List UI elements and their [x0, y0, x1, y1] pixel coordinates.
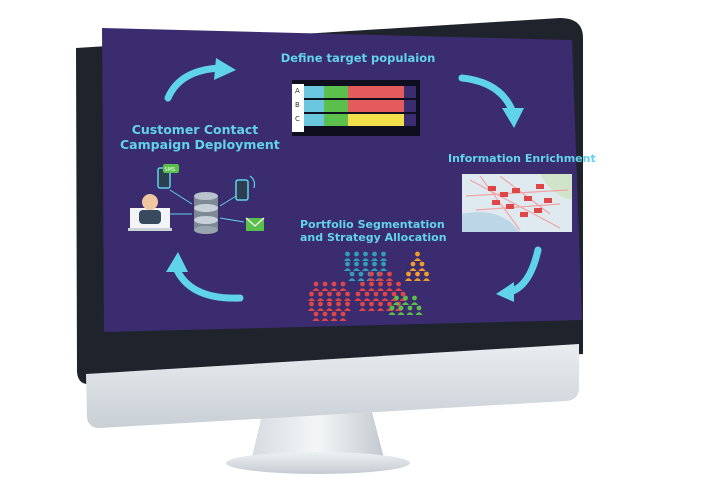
database-icon: [194, 192, 218, 234]
step-information-enrichment: Information Enrichment: [448, 152, 596, 165]
step-customer-contact: Customer Contact Campaign Deployment: [120, 122, 280, 152]
person-icon: [321, 281, 329, 291]
sms-icon-label: SMS: [165, 167, 176, 173]
target-population-table: A B C: [292, 80, 420, 136]
person-icon: [406, 305, 414, 315]
person-icon: [363, 291, 371, 301]
monitor-stand: [250, 412, 385, 465]
person-icon: [381, 291, 389, 301]
cycle-arrow-bottom-left: [172, 264, 244, 302]
person-icon: [335, 301, 342, 311]
person-icon: [414, 251, 421, 261]
person-icon: [308, 301, 315, 311]
step-enrich-title: Information Enrichment: [448, 152, 596, 165]
person-icon: [308, 291, 315, 301]
table-row-b-label: B: [295, 101, 300, 109]
connector-lines: [169, 189, 245, 223]
person-icon: [353, 261, 360, 271]
step-portfolio-segmentation: Portfolio Segmentation and Strategy Allo…: [300, 218, 447, 245]
person-icon: [368, 271, 375, 281]
person-icon: [372, 291, 380, 301]
person-icon: [317, 291, 324, 301]
person-icon: [414, 271, 421, 281]
person-icon: [393, 295, 400, 305]
person-icon: [395, 281, 402, 291]
person-icon: [330, 281, 338, 291]
person-icon: [377, 281, 384, 291]
arrowhead-top-right: [502, 108, 524, 128]
person-icon: [405, 271, 412, 281]
cycle-arrow-top-right: [458, 74, 516, 114]
person-icon: [409, 261, 417, 271]
person-icon: [371, 251, 378, 261]
table-row-c-label: C: [295, 115, 300, 123]
person-icon: [353, 251, 360, 261]
person-icon: [397, 305, 405, 315]
person-icon: [344, 251, 351, 261]
person-icon: [380, 261, 387, 271]
step-customer-title-line1: Customer Contact: [131, 122, 259, 137]
person-icon: [359, 281, 366, 291]
person-icon: [386, 271, 393, 281]
arrowhead-bottom-right: [496, 282, 514, 302]
person-icon: [344, 301, 351, 311]
step-define-title: Define target populaion: [280, 51, 436, 65]
person-icon: [418, 261, 426, 271]
person-icon: [362, 261, 369, 271]
person-icon: [377, 271, 384, 281]
person-icon: [312, 311, 320, 321]
person-icon: [411, 295, 418, 305]
person-icon: [344, 261, 351, 271]
person-icon: [330, 311, 338, 321]
person-icon: [359, 301, 366, 311]
person-icon: [386, 281, 393, 291]
person-icon: [312, 281, 320, 291]
person-icon: [371, 261, 378, 271]
step-define-target-population: Define target populaion: [258, 51, 458, 66]
step-customer-title-line2: Campaign Deployment: [120, 137, 280, 152]
agent-icon: [128, 194, 172, 231]
person-icon: [368, 301, 375, 311]
person-icon: [415, 305, 423, 315]
arrowhead-top-left: [214, 58, 236, 80]
step-segment-title-line2: and Strategy Allocation: [300, 231, 447, 245]
mobile-icon: [235, 175, 256, 201]
person-icon: [326, 291, 333, 301]
person-icon: [317, 301, 324, 311]
table-row-a-label: A: [295, 87, 300, 95]
person-icon: [339, 311, 347, 321]
person-icon: [377, 301, 384, 311]
phone-icon: SMS: [157, 164, 179, 189]
person-icon: [339, 281, 347, 291]
arrowhead-bottom-left: [166, 252, 188, 272]
person-icon: [335, 291, 342, 301]
mail-icon: [245, 217, 265, 231]
person-icon: [344, 291, 351, 301]
monitor-base: [226, 452, 410, 474]
screen-panel: [102, 28, 582, 332]
person-icon: [362, 251, 369, 261]
person-icon: [354, 291, 362, 301]
cycle-arrow-top-left: [164, 64, 224, 102]
person-icon: [357, 271, 365, 281]
person-icon: [423, 271, 430, 281]
enrichment-map: [462, 174, 572, 232]
person-icon: [402, 295, 409, 305]
person-icon: [348, 271, 356, 281]
person-icon: [326, 301, 333, 311]
person-icon: [388, 305, 396, 315]
people-segments: [308, 251, 430, 321]
monitor-chin: [86, 344, 579, 428]
person-icon: [368, 281, 375, 291]
person-icon: [380, 251, 387, 261]
person-icon: [321, 311, 329, 321]
step-segment-title-line1: Portfolio Segmentation: [300, 218, 445, 231]
